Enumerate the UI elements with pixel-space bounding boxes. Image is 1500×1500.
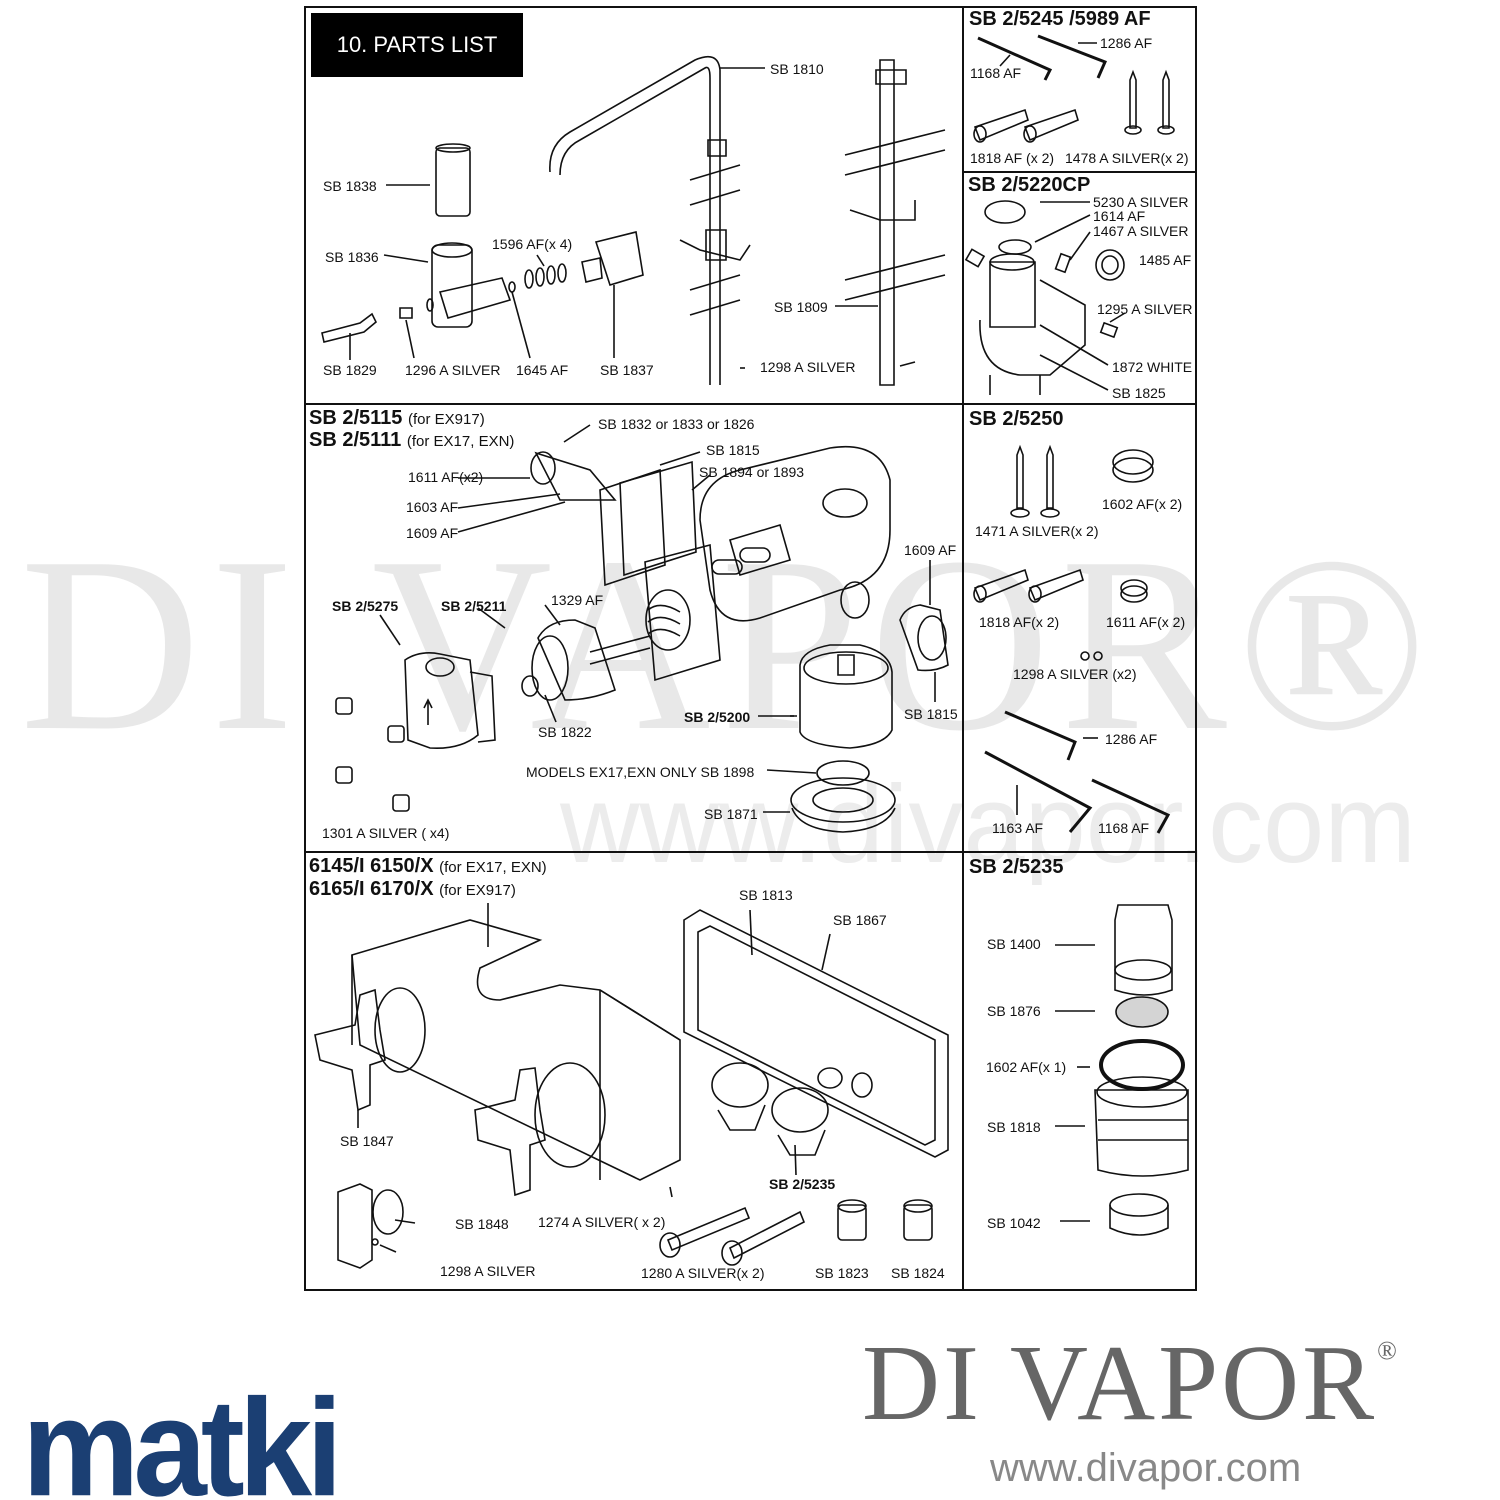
label-1611af: 1611 AF(x2) <box>408 469 484 485</box>
label-sb1836: SB 1836 <box>325 249 379 265</box>
label-1609af-right: 1609 AF <box>904 542 957 558</box>
label-sb1894: SB 1894 or 1893 <box>699 464 805 480</box>
label-1602af-5235: 1602 AF(x 1) <box>986 1059 1067 1075</box>
label-sb1825: SB 1825 <box>1112 385 1166 401</box>
label-1295-silver: 1295 A SILVER <box>1097 301 1193 317</box>
row-divider-1 <box>304 403 1197 405</box>
label-sb1848: SB 1848 <box>455 1216 509 1232</box>
label-sb5235-trim: SB 2/5235 <box>769 1176 836 1192</box>
label-1298-silver-trim: 1298 A SILVER <box>440 1263 536 1279</box>
valve-heading-5115: SB 2/5115 (for EX917) <box>309 408 485 428</box>
label-1818af: 1818 AF (x 2) <box>970 150 1055 166</box>
label-sb1815-top: SB 1815 <box>706 442 760 458</box>
label-sb1042: SB 1042 <box>987 1215 1041 1231</box>
label-sb1813: SB 1813 <box>739 887 793 903</box>
label-1286af-5250: 1286 AF <box>1105 731 1158 747</box>
label-sb5200: SB 2/5200 <box>684 709 751 725</box>
divapor-wordmark: DI VAPOR <box>862 1324 1378 1443</box>
label-sb1838: SB 1838 <box>323 178 377 194</box>
label-1296-silver: 1296 A SILVER <box>405 362 501 378</box>
valve-heading-5115-note: (for EX917) <box>407 411 485 428</box>
label-1645af: 1645 AF <box>516 362 569 378</box>
label-1298-silver: 1298 A SILVER <box>760 359 856 375</box>
label-sb1818: SB 1818 <box>987 1119 1041 1135</box>
label-sb1832: SB 1832 or 1833 or 1826 <box>598 416 755 432</box>
divapor-url: www.divapor.com <box>990 1446 1302 1490</box>
trim-heading-6145: 6145/I 6150/X (for EX17, EXN) <box>309 856 547 876</box>
label-1485af: 1485 AF <box>1139 252 1192 268</box>
label-1614af: 1614 AF <box>1093 208 1146 224</box>
kit-5250-heading: SB 2/5250 <box>969 408 1064 430</box>
label-1603af: 1603 AF <box>406 499 459 515</box>
label-1602af: 1602 AF(x 2) <box>1102 496 1183 512</box>
label-sb1876: SB 1876 <box>987 1003 1041 1019</box>
label-sb1823: SB 1823 <box>815 1265 869 1281</box>
label-sb1815-right: SB 1815 <box>904 706 958 722</box>
label-1280-silver: 1280 A SILVER(x 2) <box>641 1265 765 1281</box>
label-sb1824: SB 1824 <box>891 1265 945 1281</box>
label-sb1810: SB 1810 <box>770 61 824 77</box>
trim-heading-6165-code: 6165/I 6170/X <box>309 878 434 900</box>
label-5230-silver: 5230 A SILVER <box>1093 194 1189 210</box>
label-1818af-5250: 1818 AF(x 2) <box>979 614 1060 630</box>
label-sb1822: SB 1822 <box>538 724 592 740</box>
label-1286af: 1286 AF <box>1100 35 1153 51</box>
label-1467-silver: 1467 A SILVER <box>1093 223 1189 239</box>
parts-diagram-frame <box>304 6 1197 1291</box>
label-sb1809: SB 1809 <box>774 299 828 315</box>
label-1274-silver: 1274 A SILVER( x 2) <box>538 1214 666 1230</box>
kit-5235-heading: SB 2/5235 <box>969 856 1064 878</box>
label-1609af-left: 1609 AF <box>406 525 459 541</box>
label-1596af: 1596 AF(x 4) <box>492 236 573 252</box>
label-1611af-5250: 1611 AF(x 2) <box>1106 614 1186 630</box>
matki-logo: matki <box>22 1370 343 1500</box>
column-divider <box>962 6 964 1291</box>
trim-heading-6165-note: (for EX917) <box>439 882 516 899</box>
label-1471-silver: 1471 A SILVER(x 2) <box>975 523 1099 539</box>
label-1298-silver-5250: 1298 A SILVER (x2) <box>1013 666 1137 682</box>
divapor-logo: DI VAPOR® <box>862 1330 1400 1438</box>
valve-heading-5111-note: (for EX17, EXN) <box>406 433 515 450</box>
registered-mark: ® <box>1377 1336 1400 1365</box>
row-divider-2 <box>304 851 1197 853</box>
trim-heading-6165: 6165/I 6170/X (for EX917) <box>309 879 516 899</box>
trim-heading-6145-note: (for EX17, EXN) <box>439 859 547 876</box>
page-title: 10. PARTS LIST <box>311 13 523 77</box>
kit-5245-heading: SB 2/5245 /5989 AF <box>969 8 1151 30</box>
label-1301-silver: 1301 A SILVER ( x4) <box>322 825 450 841</box>
label-sb1867: SB 1867 <box>833 912 887 928</box>
right-divider-a <box>962 171 1197 173</box>
label-1872-white: 1872 WHITE <box>1112 359 1193 375</box>
label-1478-silver: 1478 A SILVER(x 2) <box>1065 150 1189 166</box>
valve-heading-5115-code: SB 2/5115 <box>309 407 403 429</box>
label-1329af: 1329 AF <box>551 592 604 608</box>
trim-heading-6145-code: 6145/I 6150/X <box>309 855 434 877</box>
label-sb1837: SB 1837 <box>600 362 654 378</box>
label-sb1829: SB 1829 <box>323 362 377 378</box>
label-sb5275: SB 2/5275 <box>332 598 399 614</box>
label-sb5211: SB 2/5211 <box>441 598 507 614</box>
label-sb1847: SB 1847 <box>340 1133 394 1149</box>
valve-heading-5111: SB 2/5111 (for EX17, EXN) <box>309 430 514 450</box>
label-1168af: 1168 AF <box>970 65 1022 81</box>
kit-5220cp-heading: SB 2/5220CP <box>968 174 1091 196</box>
label-1163af: 1163 AF <box>992 820 1044 836</box>
label-sb1898: MODELS EX17,EXN ONLY SB 1898 <box>526 764 755 780</box>
valve-heading-5111-code: SB 2/5111 <box>309 429 402 451</box>
label-sb1400: SB 1400 <box>987 936 1041 952</box>
label-sb1871: SB 1871 <box>704 806 758 822</box>
label-1168af-5250: 1168 AF <box>1098 820 1150 836</box>
